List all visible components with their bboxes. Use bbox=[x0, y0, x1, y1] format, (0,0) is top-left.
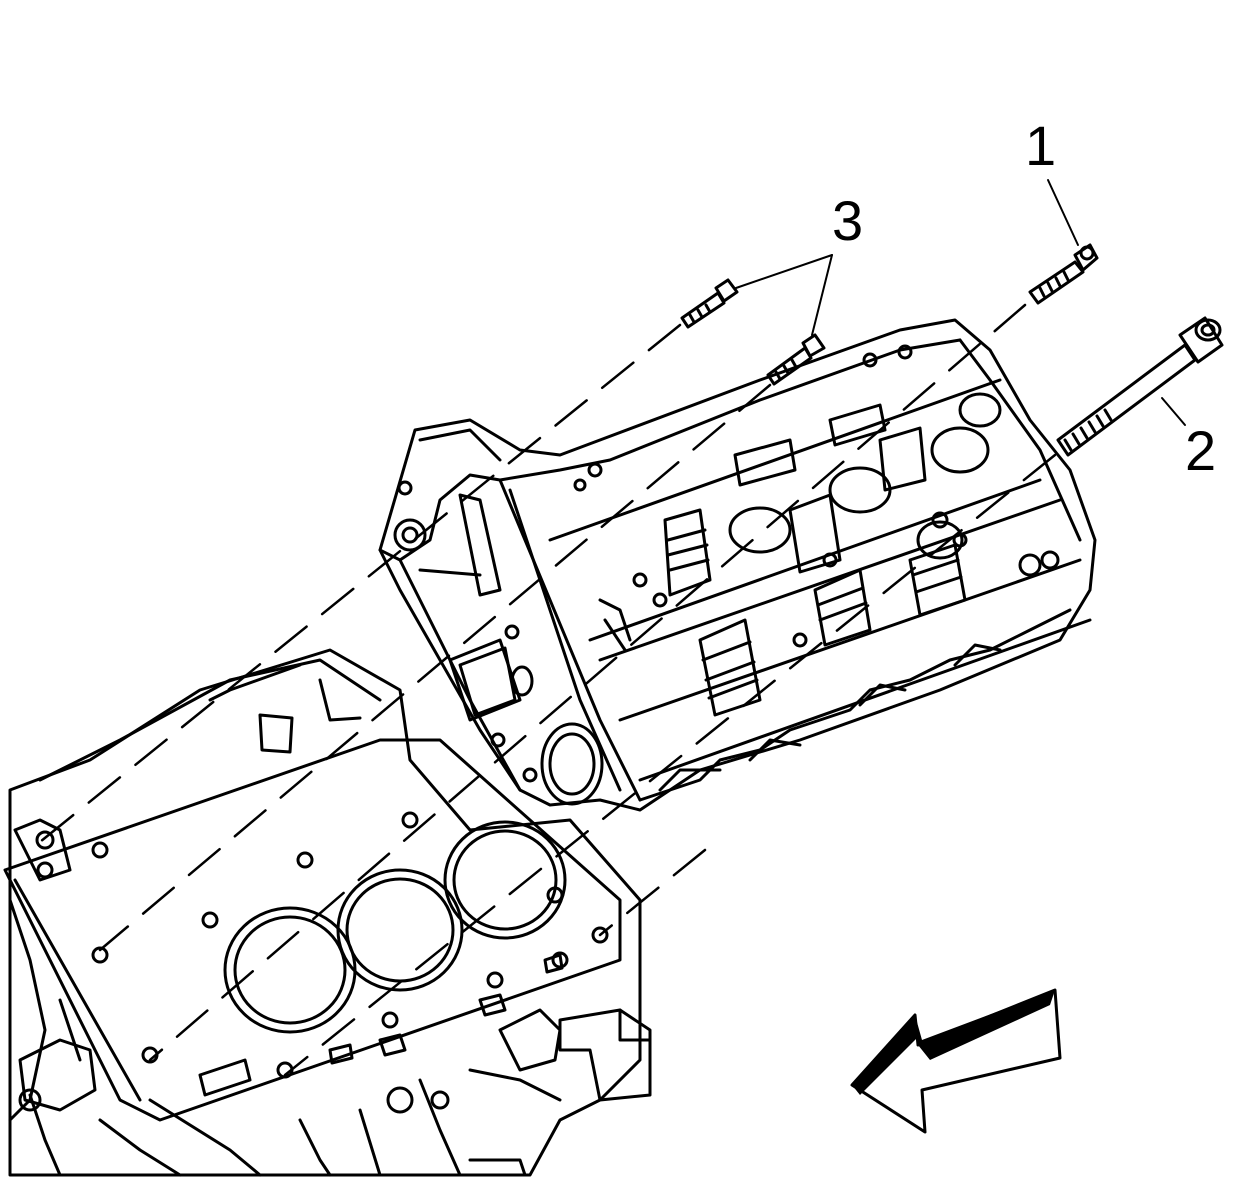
cylinder-bore bbox=[223, 906, 357, 1034]
cylinder-bore bbox=[443, 820, 567, 940]
cylinder-head bbox=[378, 318, 1097, 812]
engine-block bbox=[8, 648, 652, 1177]
bolt-2 bbox=[1056, 316, 1224, 457]
callout-label-1: 1 bbox=[1025, 114, 1056, 177]
callout-label-3: 3 bbox=[832, 189, 863, 252]
bolt-3-lower bbox=[766, 333, 826, 386]
callout-leaders bbox=[735, 179, 1186, 426]
cylinder-bore bbox=[336, 868, 464, 992]
callout-label-2: 2 bbox=[1185, 419, 1216, 482]
bolt-3-upper bbox=[680, 278, 739, 329]
front-direction-arrow bbox=[850, 988, 1062, 1134]
valve-springs bbox=[663, 403, 967, 717]
alignment-lines bbox=[28, 303, 1057, 1077]
bolt-1 bbox=[1028, 243, 1099, 305]
